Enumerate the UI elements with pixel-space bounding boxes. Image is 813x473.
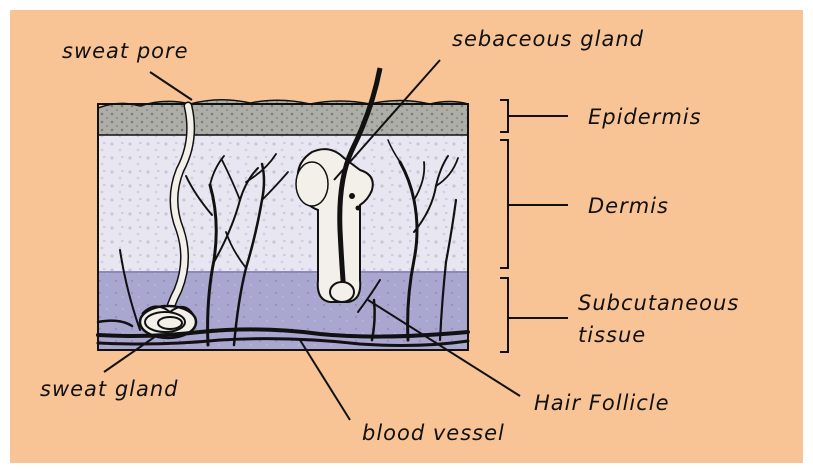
skin-cross-section	[98, 68, 468, 350]
label-epidermis: Epidermis	[588, 105, 702, 129]
label-subcutaneous-line2: tissue	[578, 323, 646, 347]
hair-bulb	[330, 282, 354, 302]
sebaceous-gland-blob	[296, 162, 328, 206]
label-sweat-gland: sweat gland	[40, 377, 179, 401]
label-blood-vessel: blood vessel	[362, 421, 505, 445]
epidermis-layer	[98, 100, 468, 135]
label-hair-follicle: Hair Follicle	[534, 391, 670, 415]
label-subcutaneous-line1: Subcutaneous	[578, 291, 739, 315]
label-sebaceous-gland: sebaceous gland	[452, 27, 644, 51]
label-sweat-pore: sweat pore	[62, 39, 189, 63]
dermis-layer	[98, 130, 468, 275]
label-dermis: Dermis	[588, 194, 669, 218]
